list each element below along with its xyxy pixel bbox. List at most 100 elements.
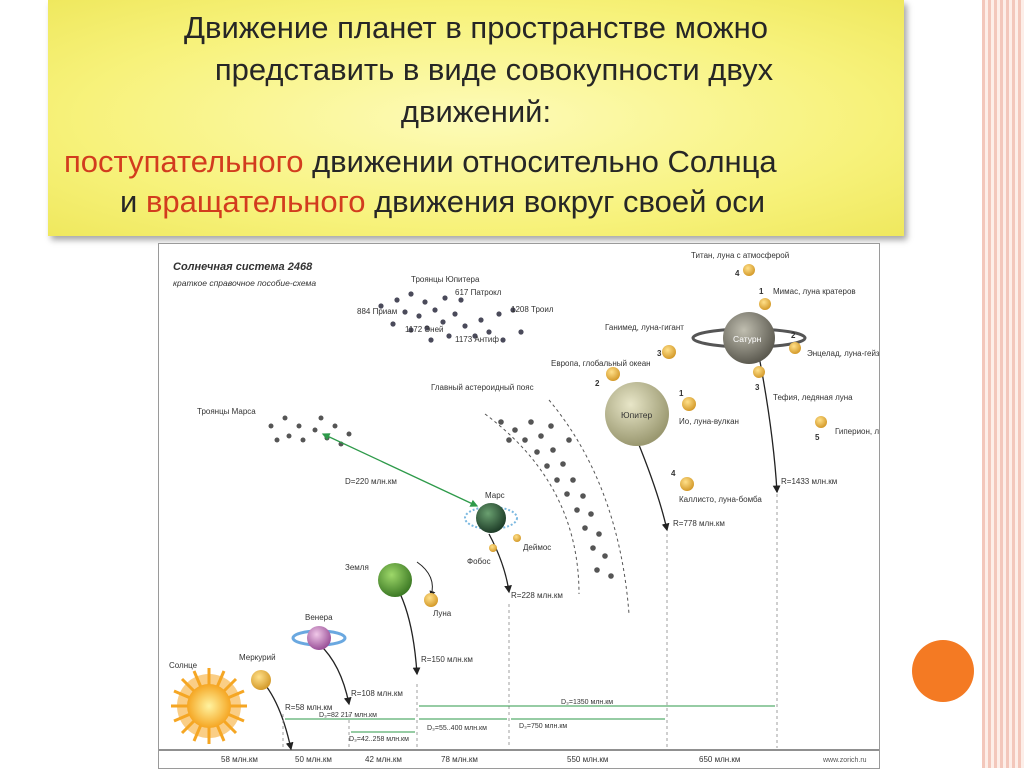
scale-segment-2: 50 млн.км	[295, 755, 332, 764]
earth-radius: R=150 млн.км	[421, 655, 473, 664]
sun-label: Солнце	[169, 661, 198, 670]
diagram-title: Солнечная система 2468	[173, 261, 313, 273]
heading-line-4: поступательного движении относительно Со…	[64, 144, 777, 180]
titan-label: Титан, луна с атмосферой	[691, 251, 789, 260]
jupiter-planet	[605, 382, 669, 446]
belt-label: Главный астероидный пояс	[431, 383, 534, 392]
mercury-planet	[251, 670, 271, 690]
ganymede-label: Ганимед, луна-гигант	[605, 323, 684, 332]
heading-line-1: Движение планет в пространстве можно	[184, 10, 768, 45]
tethys-label: Тефия, ледяная луна	[773, 393, 853, 402]
mars-orbit-arc	[488, 533, 512, 594]
mercury-label: Меркурий	[239, 653, 276, 662]
jupiter-label: Юпитер	[621, 410, 652, 420]
saturn-radius: R=1433 млн.км	[781, 477, 837, 486]
saturn-planet	[691, 312, 807, 364]
venus-radius: R=108 млн.км	[351, 689, 403, 698]
mimas-number: 1	[759, 287, 764, 296]
io-number: 1	[679, 389, 684, 398]
diagram-subtitle: краткое справочное пособие-схема	[173, 278, 316, 288]
d217-label: D₃=82 217 млн.км	[319, 712, 377, 719]
heading-banner: Движение планет в пространстве можно пре…	[48, 0, 904, 236]
trojan-antiphus: 1173 Антиф	[455, 335, 499, 344]
ganymede-satellite	[662, 345, 676, 359]
heading-line-5-prefix: и	[120, 184, 146, 219]
earth-label: Земля	[345, 563, 369, 572]
enceladus-satellite	[789, 342, 801, 354]
io-label: Ио, луна-вулкан	[679, 417, 739, 426]
scale-segment-1: 58 млн.км	[221, 755, 258, 764]
mars-trojans-label: Троянцы Марса	[197, 407, 256, 416]
decorative-orange-circle	[912, 640, 974, 702]
scale-segment-3: 42 млн.км	[365, 755, 402, 764]
credit-label: www.zorich.ru	[822, 757, 867, 764]
jupiter-trojans-cluster	[378, 291, 524, 343]
ganymede-label-text: Ганимед, луна-гигант	[605, 323, 684, 332]
jupiter-orbit-arc	[636, 439, 670, 532]
moon-orbit-arc	[416, 561, 436, 597]
heading-line-5-rest: движения вокруг своей оси	[365, 184, 766, 219]
deimos-satellite	[513, 534, 521, 542]
decorative-stripes	[982, 0, 1024, 768]
hyperion-number: 5	[815, 433, 820, 442]
trojan-troilus: 1208 Троил	[511, 305, 554, 314]
callisto-number: 4	[671, 469, 676, 478]
mimas-label: Мимас, луна кратеров	[773, 287, 856, 296]
sun-icon	[171, 668, 247, 744]
titan-satellite	[743, 264, 755, 276]
highlight-rotational: вращательного	[145, 184, 366, 219]
trojan-patroclus: 617 Патрокл	[455, 288, 502, 297]
deimos-label: Деймос	[523, 543, 551, 552]
mercury-radius: R=58 млн.км	[285, 703, 332, 712]
heading-line-4-rest: движении относительно Солнца	[303, 144, 777, 179]
scale-segment-5: 550 млн.км	[567, 755, 608, 764]
d750-label: D₃=750 млн.км	[519, 723, 567, 730]
scale-segment-4: 78 млн.км	[441, 755, 478, 764]
trojan-priam: 884 Приам	[357, 307, 397, 316]
d1350-label: D₃=1350 млн.км	[561, 699, 613, 706]
mars-radius: R=228 млн.км	[511, 591, 563, 600]
earth-orbit-arc	[394, 583, 421, 676]
venus-planet	[291, 626, 347, 650]
europa-number: 2	[595, 379, 600, 388]
enceladus-label: Энцелад, луна-гейзер	[807, 349, 879, 358]
jupiter-radius: R=778 млн.км	[673, 519, 725, 528]
phobos-satellite	[489, 544, 497, 552]
enceladus-number: 2	[791, 331, 796, 340]
highlight-translational: поступательного	[64, 144, 304, 179]
hyperion-label: Гиперион, луна-губка	[835, 427, 879, 436]
europa-label: Европа, глобальный океан	[551, 359, 651, 368]
moon-label: Луна	[433, 609, 452, 618]
heading-line-5: и вращательного движения вокруг своей ос…	[120, 184, 765, 220]
mars-distance-label: D=220 млн.км	[345, 477, 397, 486]
ganymede-number: 3	[657, 349, 662, 358]
heading-line-3: движений:	[400, 94, 552, 129]
heading-line-2: представить в виде совокупности двух	[214, 52, 774, 87]
d258-label: D₃=42..258 млн.км	[349, 736, 409, 743]
callisto-satellite	[680, 477, 694, 491]
belt-label-text: Главный астероидный пояс	[431, 383, 534, 392]
moon-satellite	[424, 593, 438, 607]
venus-label: Венера	[305, 613, 333, 622]
mars-planet	[464, 503, 518, 533]
d400-label: D₃=55..400 млн.км	[427, 725, 487, 732]
mimas-satellite	[759, 298, 771, 310]
diagram-canvas: Солнечная система 2468 краткое справочно…	[159, 251, 879, 764]
tethys-satellite	[753, 366, 765, 378]
trojan-aeneas: 1172 Эней	[405, 325, 444, 334]
io-satellite	[682, 397, 696, 411]
europa-satellite	[606, 367, 620, 381]
earth-planet	[378, 563, 412, 597]
mars-label: Марс	[485, 491, 505, 500]
callisto-label: Каллисто, луна-бомба	[679, 495, 762, 504]
asteroid-belt	[484, 399, 630, 615]
scale-segment-6: 650 млн.км	[699, 755, 740, 764]
titan-number: 4	[735, 269, 740, 278]
jupiter-trojans-label: Троянцы Юпитера	[411, 275, 480, 284]
phobos-label: Фобос	[467, 557, 491, 566]
mars-distance-arrow	[321, 433, 479, 507]
tethys-number: 3	[755, 383, 760, 392]
hyperion-satellite	[815, 416, 827, 428]
saturn-label: Сатурн	[733, 334, 762, 344]
solar-system-diagram: Солнечная система 2468 краткое справочно…	[158, 243, 880, 769]
